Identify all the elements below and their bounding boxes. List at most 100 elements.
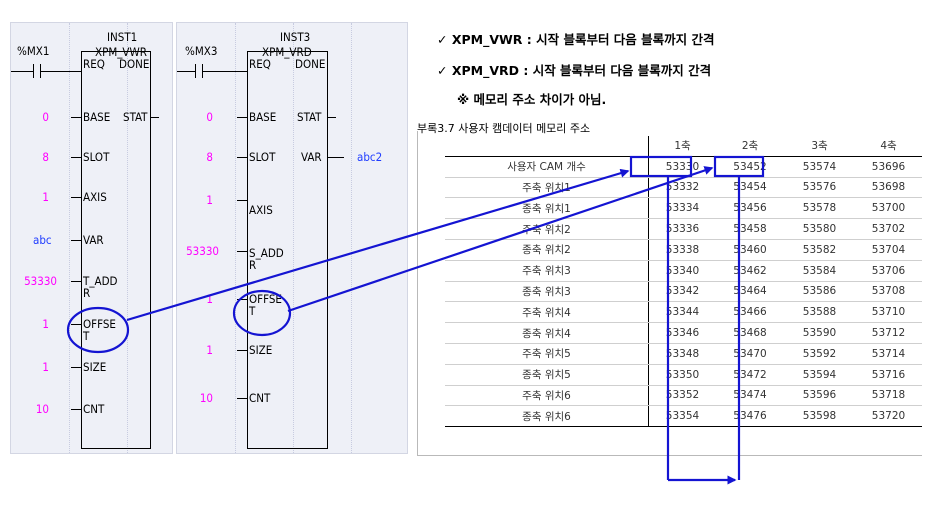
address-cell: 53598 <box>784 405 855 428</box>
function-block[interactable] <box>247 51 328 449</box>
table-frame <box>417 131 922 456</box>
address-cell: 53350 <box>648 364 716 386</box>
row-label-cell: 주축 위치6 <box>445 385 649 407</box>
address-cell: 53476 <box>716 405 784 428</box>
address-cell: 53592 <box>784 343 855 365</box>
address-cell: 53698 <box>855 177 922 199</box>
pin-s-addr: S_ADD <box>249 246 284 260</box>
pin-t-addr: T_ADD <box>83 274 118 288</box>
row-label-cell: 주축 위치3 <box>445 260 649 282</box>
address-cell: 53708 <box>855 281 922 303</box>
address-cell: 53580 <box>784 218 855 240</box>
highlight-53452 <box>713 155 765 178</box>
input-value: 1 <box>42 360 49 374</box>
address-cell: 53576 <box>784 177 855 199</box>
done-pin: DONE <box>295 57 326 71</box>
address-cell: 53472 <box>716 364 784 386</box>
address-cell: 53578 <box>784 197 855 220</box>
address-cell: 53718 <box>855 385 922 407</box>
pin-stat: STAT <box>123 110 148 124</box>
pin-var: VAR <box>301 150 322 164</box>
table-header-row: 1축 2축 3축 4축 <box>445 136 922 157</box>
input-value: 10 <box>35 402 49 416</box>
ladder-panel-vwr: INST1 %MX1 XPM_VWR REQ DONE 0 BASE STAT … <box>10 22 173 454</box>
address-cell: 53716 <box>855 364 922 386</box>
address-cell: 53582 <box>784 239 855 261</box>
pin-slot: SLOT <box>249 150 276 164</box>
address-cell: 53456 <box>716 197 784 220</box>
offset-circle-vwr <box>66 306 130 354</box>
highlight-53330 <box>629 155 693 178</box>
row-label-cell: 종축 위치5 <box>445 364 649 386</box>
address-cell: 53346 <box>648 322 716 344</box>
pin-base: BASE <box>249 110 277 124</box>
row-label-cell: 사용자 CAM 개수 <box>445 156 649 178</box>
contact-label: %MX3 <box>185 44 218 58</box>
address-cell: 53696 <box>855 156 922 178</box>
input-value: 53330 <box>186 244 219 258</box>
table-caption: 부록3.7 사용자 캠데이터 메모리 주소 <box>417 122 591 135</box>
pin-axis: AXIS <box>83 190 107 204</box>
address-cell: 53354 <box>648 405 716 428</box>
input-value: 53330 <box>24 274 57 288</box>
address-cell: 53720 <box>855 405 922 428</box>
row-label-cell: 주축 위치5 <box>445 343 649 365</box>
row-label-cell: 주축 위치2 <box>445 218 649 240</box>
input-value: 10 <box>199 391 213 405</box>
function-block[interactable] <box>81 51 151 449</box>
address-cell: 53352 <box>648 385 716 407</box>
pin-size: SIZE <box>83 360 107 374</box>
column-header: 3축 <box>784 136 855 157</box>
pin-stat: STAT <box>297 110 322 124</box>
address-cell: 53706 <box>855 260 922 282</box>
address-cell: 53464 <box>716 281 784 303</box>
address-cell: 53712 <box>855 322 922 344</box>
address-cell: 53348 <box>648 343 716 365</box>
address-cell: 53710 <box>855 301 922 324</box>
address-cell: 53588 <box>784 301 855 324</box>
address-cell: 53584 <box>784 260 855 282</box>
arrow-vwr-to-table <box>126 168 630 322</box>
address-cell: 53594 <box>784 364 855 386</box>
address-cell: 53458 <box>716 218 784 240</box>
offset-circle-vrd <box>232 289 292 337</box>
output-value: abc2 <box>357 150 383 164</box>
fb-name: XPM_VWR <box>95 45 147 59</box>
row-label-cell: 종축 위치1 <box>445 197 649 220</box>
address-cell: 53340 <box>648 260 716 282</box>
column-header: 2축 <box>716 136 784 157</box>
column-header: 4축 <box>855 136 922 157</box>
input-value: 1 <box>206 193 213 207</box>
address-cell: 53470 <box>716 343 784 365</box>
row-label-cell: 주축 위치4 <box>445 301 649 324</box>
address-cell: 53474 <box>716 385 784 407</box>
note-vwr: ✓ XPM_VWR : 시작 블록부터 다음 블록까지 간격 <box>437 32 715 47</box>
address-cell: 53334 <box>648 197 716 220</box>
pin-offset: OFFSE <box>249 292 282 306</box>
fb-name: XPM_VRD <box>262 45 312 59</box>
input-value: 1 <box>42 317 49 331</box>
contact-label: %MX1 <box>17 44 50 58</box>
pin-slot: SLOT <box>83 150 110 164</box>
address-cell: 53466 <box>716 301 784 324</box>
column-header: 1축 <box>648 136 716 157</box>
address-cell: 53338 <box>648 239 716 261</box>
req-pin: REQ <box>83 57 105 71</box>
address-cell: 53700 <box>855 197 922 220</box>
done-pin: DONE <box>119 57 150 71</box>
pin-cnt: CNT <box>83 402 105 416</box>
instance-label: INST3 <box>280 30 311 44</box>
address-cell: 53462 <box>716 260 784 282</box>
address-cell: 53574 <box>784 156 855 178</box>
row-label-cell: 종축 위치4 <box>445 322 649 344</box>
